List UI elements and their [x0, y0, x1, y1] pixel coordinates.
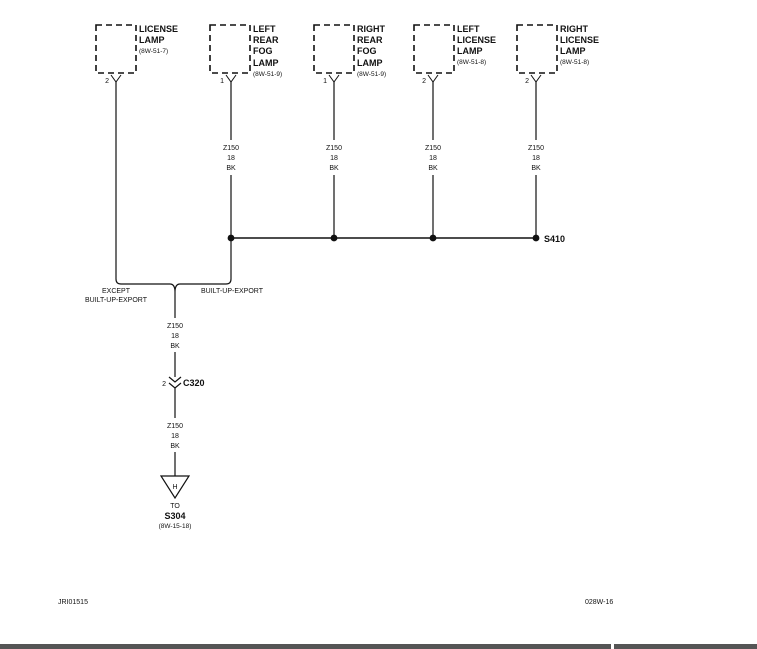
option-label-built-up-export: BUILT-UP-EXPORT	[201, 288, 264, 295]
wire-gauge: 18	[429, 155, 437, 162]
component-label-line: REAR	[253, 35, 279, 45]
wire-color: BK	[226, 165, 236, 172]
pin-number: 2	[422, 78, 426, 85]
offpage-ref: (8W-15-18)	[159, 523, 192, 530]
component-label-line: LICENSE	[457, 35, 496, 45]
wire-circuit: Z150	[326, 145, 342, 152]
offpage-reference-s304: H TO S304 (8W-15-18)	[159, 475, 192, 530]
splice-name: S410	[544, 234, 565, 244]
footer-right-code: 028W-16	[585, 599, 613, 606]
connector-chevron-icon	[168, 376, 182, 383]
wire-color: BK	[329, 165, 339, 172]
terminal-icon	[110, 74, 122, 83]
component-right-license-lamp: RIGHT LICENSE LAMP (8W-51-8) 2	[516, 24, 599, 85]
wire-gauge: 18	[227, 155, 235, 162]
wires	[115, 82, 537, 476]
component-ref: (8W-51-9)	[357, 71, 386, 78]
wire-gauge: 18	[532, 155, 540, 162]
splice-dot	[429, 234, 437, 242]
wire-color: BK	[170, 443, 180, 450]
pin-number: 1	[220, 78, 224, 85]
component-box	[413, 24, 455, 74]
terminal-icon	[530, 74, 542, 83]
option-bracket	[115, 278, 232, 293]
footer-left-code: JRI01515	[58, 599, 88, 606]
wire-gauge: 18	[171, 333, 179, 340]
wire-gauge: 18	[171, 433, 179, 440]
wire-circuit: Z150	[528, 145, 544, 152]
connector-chevron-icon	[168, 382, 182, 389]
connector-pin: 2	[162, 381, 166, 388]
wire-color: BK	[531, 165, 541, 172]
wire-label-left-license: Z150 18 BK	[425, 145, 441, 172]
wire-label-main-lower: Z150 18 BK	[167, 423, 183, 450]
component-box	[313, 24, 355, 74]
option-label-except-line2: BUILT-UP-EXPORT	[85, 297, 148, 304]
wire-label-right-fog: Z150 18 BK	[326, 145, 342, 172]
wire-color: BK	[170, 343, 180, 350]
component-label-line: FOG	[357, 46, 377, 56]
wire-circuit: Z150	[167, 323, 183, 330]
component-ref: (8W-51-7)	[139, 48, 168, 55]
component-license-lamp: LICENSE LAMP (8W-51-7) 2	[95, 24, 178, 85]
bottom-bar-right	[614, 644, 757, 649]
pin-number: 2	[525, 78, 529, 85]
terminal-icon	[427, 74, 439, 83]
component-left-rear-fog-lamp: LEFT REAR FOG LAMP (8W-51-9) 1	[209, 24, 282, 85]
offpage-name: S304	[164, 511, 185, 521]
offpage-to: TO	[170, 503, 180, 510]
terminal-icon	[328, 74, 340, 83]
wire-label-main-upper: Z150 18 BK	[167, 323, 183, 350]
component-label-line: LEFT	[457, 24, 480, 34]
component-label-line: LAMP	[560, 46, 586, 56]
terminal-icon	[225, 74, 237, 83]
wire-circuit: Z150	[167, 423, 183, 430]
component-label-line: LAMP	[457, 46, 483, 56]
component-label-line: LICENSE	[560, 35, 599, 45]
component-ref: (8W-51-8)	[457, 59, 486, 66]
component-box	[516, 24, 558, 74]
component-ref: (8W-51-9)	[253, 71, 282, 78]
wire-circuit: Z150	[223, 145, 239, 152]
wire-label-left-fog: Z150 18 BK	[223, 145, 239, 172]
component-label-line: LAMP	[253, 58, 279, 68]
splice-dot	[227, 234, 235, 242]
option-label-except: EXCEPT	[102, 288, 131, 295]
component-left-license-lamp: LEFT LICENSE LAMP (8W-51-8) 2	[413, 24, 496, 85]
splice-dot	[330, 234, 338, 242]
component-label-line: LEFT	[253, 24, 276, 34]
bottom-bar	[0, 644, 611, 649]
offpage-letter: H	[172, 484, 177, 491]
component-label-line: RIGHT	[357, 24, 386, 34]
component-box	[95, 24, 137, 74]
component-label-line: LAMP	[357, 58, 383, 68]
wire-label-right-license: Z150 18 BK	[528, 145, 544, 172]
wire-circuit: Z150	[425, 145, 441, 152]
component-label-line: LICENSE	[139, 24, 178, 34]
pin-number: 1	[323, 78, 327, 85]
offpage-triangle-icon	[159, 475, 191, 500]
component-label-line: FOG	[253, 46, 273, 56]
splice-dot	[532, 234, 540, 242]
wire-gauge: 18	[330, 155, 338, 162]
component-label-line: LAMP	[139, 35, 165, 45]
component-label-line: RIGHT	[560, 24, 589, 34]
component-box	[209, 24, 251, 74]
connector-c320: 2 C320	[162, 376, 205, 389]
component-right-rear-fog-lamp: RIGHT REAR FOG LAMP (8W-51-9) 1	[313, 24, 386, 85]
component-ref: (8W-51-8)	[560, 59, 589, 66]
component-label-line: REAR	[357, 35, 383, 45]
connector-name: C320	[183, 378, 205, 388]
wire-color: BK	[428, 165, 438, 172]
pin-number: 2	[105, 78, 109, 85]
